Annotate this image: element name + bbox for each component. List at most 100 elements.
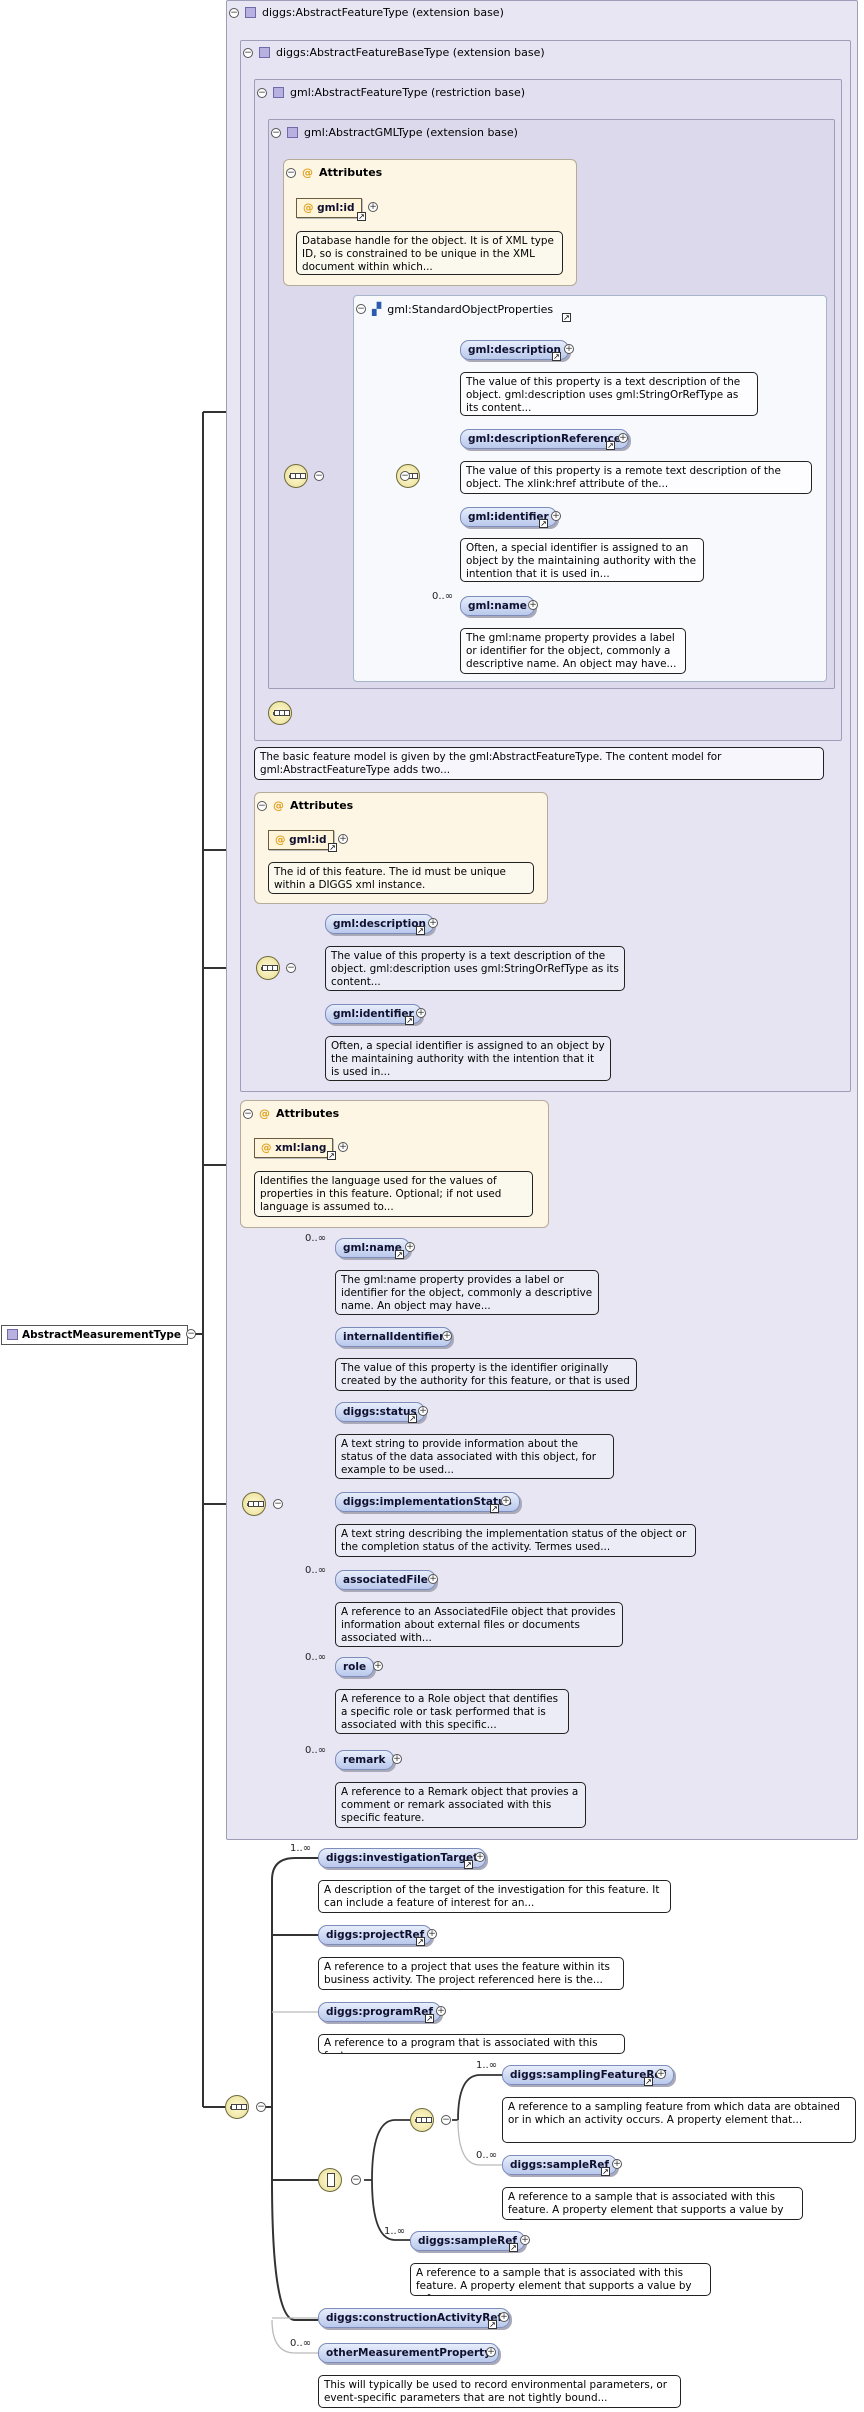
- reference-arrow-icon: ↗: [416, 926, 425, 935]
- collapse-icon[interactable]: −: [186, 1329, 196, 1339]
- expand-icon[interactable]: +: [392, 1754, 402, 1764]
- element-diggs-sampling-feature-ref[interactable]: diggs:samplingFeatureRef: [502, 2065, 675, 2085]
- expand-icon[interactable]: +: [373, 1661, 383, 1671]
- type-header-feature-base[interactable]: − diggs:AbstractFeatureBaseType (extensi…: [243, 46, 545, 59]
- collapse-icon[interactable]: −: [441, 2115, 451, 2125]
- collapse-icon[interactable]: −: [243, 47, 253, 58]
- expand-icon[interactable]: +: [427, 1929, 437, 1939]
- group-header-standard-props[interactable]: − ▞ gml:StandardObjectProperties: [356, 302, 553, 316]
- element-diggs-investigation-target[interactable]: diggs:investigationTarget: [318, 1848, 487, 1868]
- sequence-compositor-icon[interactable]: [242, 1492, 266, 1516]
- collapse-icon[interactable]: −: [243, 1108, 253, 1119]
- expand-icon[interactable]: +: [416, 1008, 426, 1018]
- element-internal-identifier[interactable]: internalIdentifier: [335, 1327, 453, 1347]
- attribute-gml-id[interactable]: @ gml:id: [268, 830, 334, 850]
- element-gml-description-reference[interactable]: gml:descriptionReference: [460, 429, 629, 449]
- reference-arrow-icon: ↗: [464, 1860, 473, 1869]
- sequence-compositor-icon[interactable]: [256, 956, 280, 980]
- collapse-icon[interactable]: −: [257, 87, 267, 98]
- reference-arrow-icon: ↗: [644, 2077, 653, 2086]
- type-header-gml-type[interactable]: − gml:AbstractGMLType (extension base): [271, 126, 518, 139]
- element-gml-description[interactable]: gml:description: [460, 340, 569, 360]
- expand-icon[interactable]: +: [368, 202, 378, 212]
- expand-icon[interactable]: +: [520, 2235, 530, 2245]
- sequence-compositor-icon[interactable]: [410, 2108, 434, 2132]
- element-role[interactable]: role: [335, 1657, 375, 1677]
- element-diggs-status[interactable]: diggs:status: [335, 1402, 425, 1422]
- expand-icon[interactable]: +: [442, 1331, 452, 1341]
- element-gml-name[interactable]: gml:name: [335, 1238, 410, 1258]
- expand-icon[interactable]: +: [564, 344, 574, 354]
- expand-icon[interactable]: +: [528, 600, 538, 610]
- root-element-abstract-measurement-type[interactable]: AbstractMeasurementType: [1, 1325, 189, 1345]
- documentation: A description of the target of the inves…: [318, 1880, 671, 1913]
- element-diggs-implementation-status[interactable]: diggs:implementationStatus: [335, 1492, 520, 1512]
- collapse-icon[interactable]: −: [229, 7, 239, 18]
- documentation: Identifies the language used for the val…: [254, 1171, 533, 1217]
- collapse-icon[interactable]: −: [400, 471, 410, 481]
- expand-icon[interactable]: +: [418, 1406, 428, 1416]
- expand-icon[interactable]: +: [612, 2159, 622, 2169]
- documentation: A text string to provide information abo…: [335, 1434, 614, 1479]
- attributes-header[interactable]: − @ Attributes: [286, 166, 382, 179]
- sequence-compositor-icon[interactable]: [268, 701, 292, 725]
- attribute-xml-lang[interactable]: @ xml:lang: [254, 1138, 334, 1158]
- attribute-gml-id[interactable]: @ gml:id: [296, 198, 362, 218]
- reference-arrow-icon: ↗: [488, 2320, 497, 2329]
- expand-icon[interactable]: +: [486, 2347, 496, 2357]
- expand-icon[interactable]: +: [428, 918, 438, 928]
- element-diggs-construction-activity-ref[interactable]: diggs:constructionActivityRef: [318, 2308, 511, 2328]
- collapse-icon[interactable]: −: [314, 471, 324, 481]
- documentation: A reference to a sample that is associat…: [502, 2187, 803, 2220]
- element-gml-identifier[interactable]: gml:identifier: [325, 1004, 422, 1024]
- sequence-compositor-icon[interactable]: [284, 464, 308, 488]
- attributes-header[interactable]: − @ Attributes: [257, 799, 353, 812]
- element-diggs-sample-ref[interactable]: diggs:sampleRef: [502, 2155, 617, 2175]
- attributes-header[interactable]: − @ Attributes: [243, 1107, 339, 1120]
- expand-icon[interactable]: +: [405, 1242, 415, 1252]
- expand-icon[interactable]: +: [338, 1142, 348, 1152]
- type-title: gml:AbstractFeatureType (restriction bas…: [290, 86, 526, 99]
- expand-icon[interactable]: +: [475, 1852, 485, 1862]
- collapse-icon[interactable]: −: [286, 167, 296, 178]
- expand-icon[interactable]: +: [618, 433, 628, 443]
- cardinality: 1..∞: [384, 2226, 406, 2237]
- expand-icon[interactable]: +: [501, 1496, 511, 1506]
- expand-icon[interactable]: +: [499, 2312, 509, 2322]
- attribute-icon: @: [302, 166, 313, 179]
- documentation: The gml:name property provides a label o…: [460, 628, 686, 674]
- element-gml-name[interactable]: gml:name: [460, 596, 535, 616]
- element-diggs-program-ref[interactable]: diggs:programRef: [318, 2002, 441, 2022]
- expand-icon[interactable]: +: [551, 511, 561, 521]
- collapse-icon[interactable]: −: [273, 1499, 283, 1509]
- cardinality: 0..∞: [305, 1565, 327, 1576]
- type-header-gml-feature[interactable]: − gml:AbstractFeatureType (restriction b…: [257, 86, 525, 99]
- element-associated-file[interactable]: associatedFile: [335, 1570, 436, 1590]
- element-diggs-project-ref[interactable]: diggs:projectRef: [318, 1925, 433, 1945]
- sequence-compositor-icon[interactable]: [225, 2095, 249, 2119]
- element-other-measurement-property[interactable]: otherMeasurementProperty: [318, 2343, 500, 2363]
- documentation: A reference to a project that uses the f…: [318, 1957, 624, 1990]
- collapse-icon[interactable]: −: [271, 127, 281, 138]
- expand-icon[interactable]: +: [436, 2006, 446, 2016]
- element-diggs-sample-ref[interactable]: diggs:sampleRef: [410, 2231, 525, 2251]
- reference-arrow-icon: ↗: [552, 352, 561, 361]
- collapse-icon[interactable]: −: [256, 2102, 266, 2112]
- expand-icon[interactable]: +: [338, 834, 348, 844]
- collapse-icon[interactable]: −: [257, 800, 267, 811]
- documentation: A text string describing the implementat…: [335, 1524, 696, 1557]
- element-gml-description[interactable]: gml:description: [325, 914, 434, 934]
- expand-icon[interactable]: +: [656, 2069, 666, 2079]
- expand-icon[interactable]: +: [428, 1574, 438, 1584]
- attribute-icon: @: [261, 1142, 276, 1154]
- element-remark[interactable]: remark: [335, 1750, 394, 1770]
- collapse-icon[interactable]: −: [356, 304, 366, 314]
- type-header-abstract-feature[interactable]: − diggs:AbstractFeatureType (extension b…: [229, 6, 504, 19]
- documentation-feature-base: The basic feature model is given by the …: [254, 747, 824, 780]
- collapse-icon[interactable]: −: [286, 963, 296, 973]
- documentation: The id of this feature. The id must be u…: [268, 862, 534, 894]
- cardinality: 0..∞: [476, 2150, 498, 2161]
- collapse-icon[interactable]: −: [351, 2175, 361, 2185]
- choice-compositor-icon[interactable]: [318, 2168, 342, 2192]
- element-gml-identifier[interactable]: gml:identifier: [460, 507, 557, 527]
